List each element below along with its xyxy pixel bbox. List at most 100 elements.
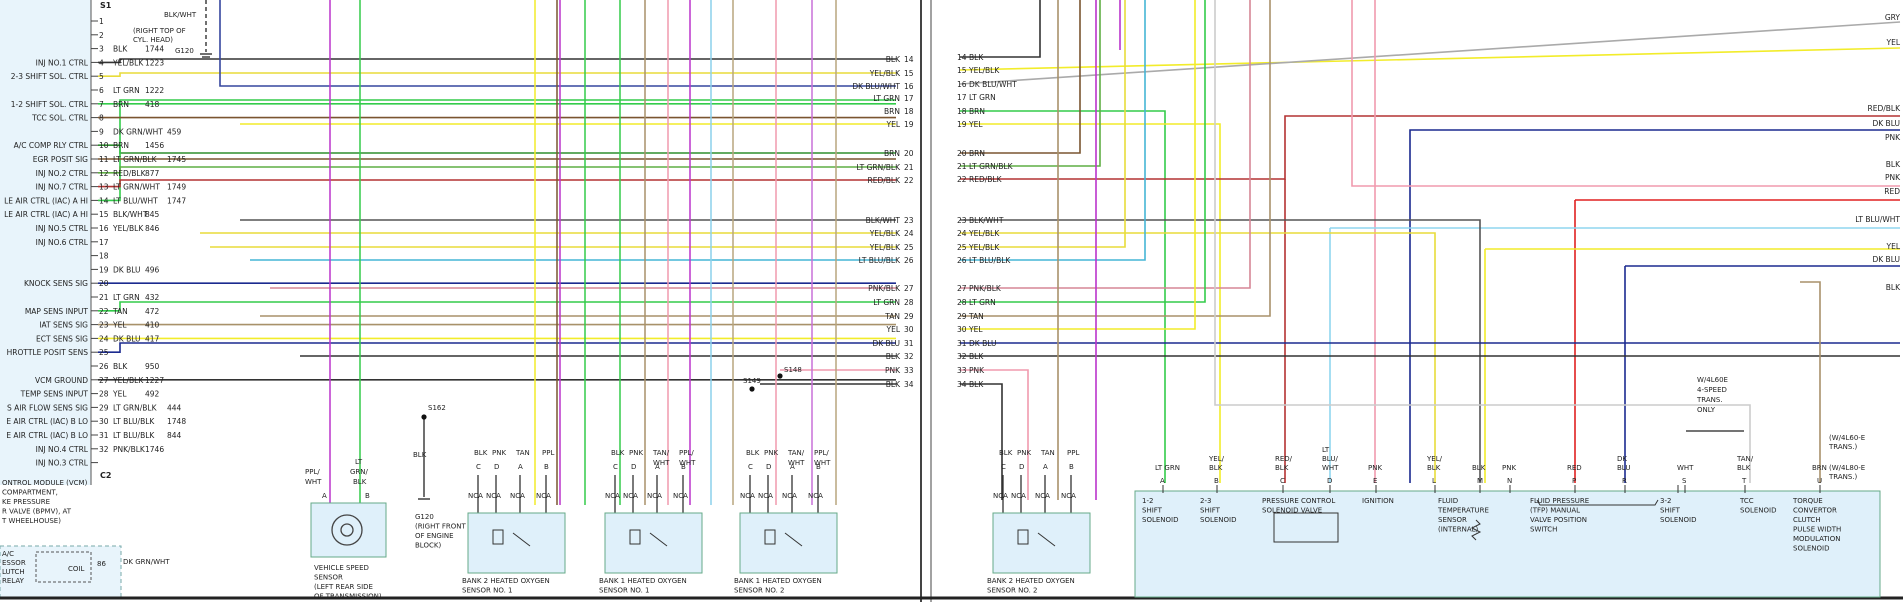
pin-number: 20 <box>904 149 914 158</box>
component-label: SOLENOID <box>1660 516 1696 524</box>
wire-label: YEL/BLK <box>968 229 1000 238</box>
relay-coil-box <box>35 551 92 583</box>
heater-symbol <box>492 529 504 545</box>
pin-letter: B <box>1069 463 1074 471</box>
connector-label: S1 <box>100 1 112 10</box>
note: 4-SPEED <box>1697 386 1727 394</box>
wire-label: WHT <box>679 459 696 467</box>
wire-label: PPL <box>1067 449 1079 457</box>
wire-label: DK BLU/WHT <box>969 80 1017 89</box>
pin-letter: C <box>613 463 618 471</box>
wire-label: WHT <box>653 459 670 467</box>
pin-number: 14 <box>904 55 914 64</box>
pin-number: 15 <box>904 69 914 78</box>
wire-tan <box>960 0 1271 317</box>
wire-label: TAN <box>515 449 530 457</box>
wire-run-LT GRN <box>98 301 896 312</box>
wire-label: RED/BLK <box>1868 104 1902 113</box>
wire-tan <box>1800 281 1821 483</box>
wire-run-LT GRN <box>98 99 896 202</box>
wire-label: LT GRN/BLK <box>969 162 1014 171</box>
component-label: SOLENOID VALVE <box>1262 507 1322 515</box>
note: ONLY <box>1697 406 1716 414</box>
o2-bank2-s2-box <box>992 512 1091 574</box>
pin-number: 17 <box>99 238 109 247</box>
heater-symbol <box>629 529 641 545</box>
pin-letter: B <box>1214 477 1219 485</box>
pin-letter: A <box>655 463 660 471</box>
module-note: ONTROL MODULE (VCM) <box>2 479 88 487</box>
wire-label: YEL <box>1886 38 1901 47</box>
pin-function: E AIR CTRL (IAC) B LO <box>6 431 88 440</box>
pin-number: 30 <box>957 325 967 334</box>
pin-number: 7 <box>99 100 104 109</box>
wire-blkwht <box>960 219 1481 483</box>
wire-label: PNK <box>1502 464 1516 472</box>
wire-label: GRN/ <box>350 468 369 476</box>
wire-label: BLK/WHT <box>969 216 1004 225</box>
pin-number: 25 <box>99 348 109 357</box>
pin-number: 28 <box>957 298 967 307</box>
component-label: 2-3 <box>1200 497 1211 505</box>
pin-number: 26 <box>904 256 914 265</box>
pin-number: 21 <box>957 162 967 171</box>
component-label: CONVERTOR <box>1793 507 1837 515</box>
pin-letter: D <box>631 463 636 471</box>
circuit-number: 877 <box>145 169 160 178</box>
wire-label: PNK <box>1368 464 1382 472</box>
ground-note: BLOCK) <box>415 542 441 550</box>
pin-number: 29 <box>99 403 109 412</box>
pin-number: 86 <box>97 560 106 568</box>
heater-symbol <box>1017 529 1029 545</box>
pin-number: 5 <box>99 72 104 81</box>
wire-label: GRY <box>1885 13 1901 22</box>
wire-label: YEL/BLK <box>112 58 144 67</box>
pin-number: 34 <box>904 380 914 389</box>
nca-label: NCA <box>1011 492 1026 500</box>
component-label: SWITCH <box>1530 526 1557 534</box>
pcs-coil-box <box>1273 512 1339 543</box>
pin-number: 22 <box>99 307 109 316</box>
wire-label: BLK <box>1737 464 1751 472</box>
component-label: SOLENOID <box>1200 516 1236 524</box>
pin-function: INJ NO.4 CTRL <box>36 445 89 454</box>
wire-label: BLK <box>113 45 128 54</box>
pin-number: 28 <box>904 298 914 307</box>
pin-number: 31 <box>99 431 109 440</box>
wire-label: BLK <box>886 380 901 389</box>
pin-function: MAP SENS INPUT <box>25 307 89 316</box>
wire-label: DK BLU <box>1872 119 1900 128</box>
wire-label: BLK <box>1886 283 1901 292</box>
sensor-title: BANK 1 HEATED OXYGEN <box>734 577 822 585</box>
component-label: (INTERNAL) <box>1438 526 1479 534</box>
pin-number: 16 <box>957 80 967 89</box>
nca-label: NCA <box>510 492 525 500</box>
wire-label: YEL/BLK <box>869 243 901 252</box>
wire-label: TAN <box>112 307 128 316</box>
pin-number: 26 <box>99 362 109 371</box>
wire-label: BLK <box>1886 160 1901 169</box>
pin-letter: L <box>1432 477 1436 485</box>
pin-number: 28 <box>99 390 109 399</box>
pin-number: 30 <box>99 417 109 426</box>
wire-label: LT GRN <box>113 86 140 95</box>
pin-function: HROTTLE POSIT SENS <box>7 348 89 357</box>
circuit-number: 496 <box>145 265 160 274</box>
wire-label: TAN <box>1040 449 1055 457</box>
ground-note: OF ENGINE <box>415 532 454 540</box>
wire-label: LT BLU/BLK <box>969 256 1011 265</box>
pin-function: E AIR CTRL (IAC) B LO <box>6 417 88 426</box>
vss-core <box>340 523 354 537</box>
circuit-number: 444 <box>167 403 182 412</box>
wire-label: YEL/ <box>1208 455 1225 463</box>
pin-letter: B <box>681 463 686 471</box>
wires-layer <box>91 0 1901 527</box>
wire-label: BLK <box>1427 464 1441 472</box>
circuit-number: 1227 <box>145 376 164 385</box>
note: W/4L60E <box>1697 376 1728 384</box>
wire-label: WHT <box>305 478 322 486</box>
ground-label: G120 <box>175 47 194 55</box>
note: TRANS.) <box>1828 443 1858 451</box>
pin-number: 16 <box>99 224 109 233</box>
pin-letter: A <box>518 463 523 471</box>
